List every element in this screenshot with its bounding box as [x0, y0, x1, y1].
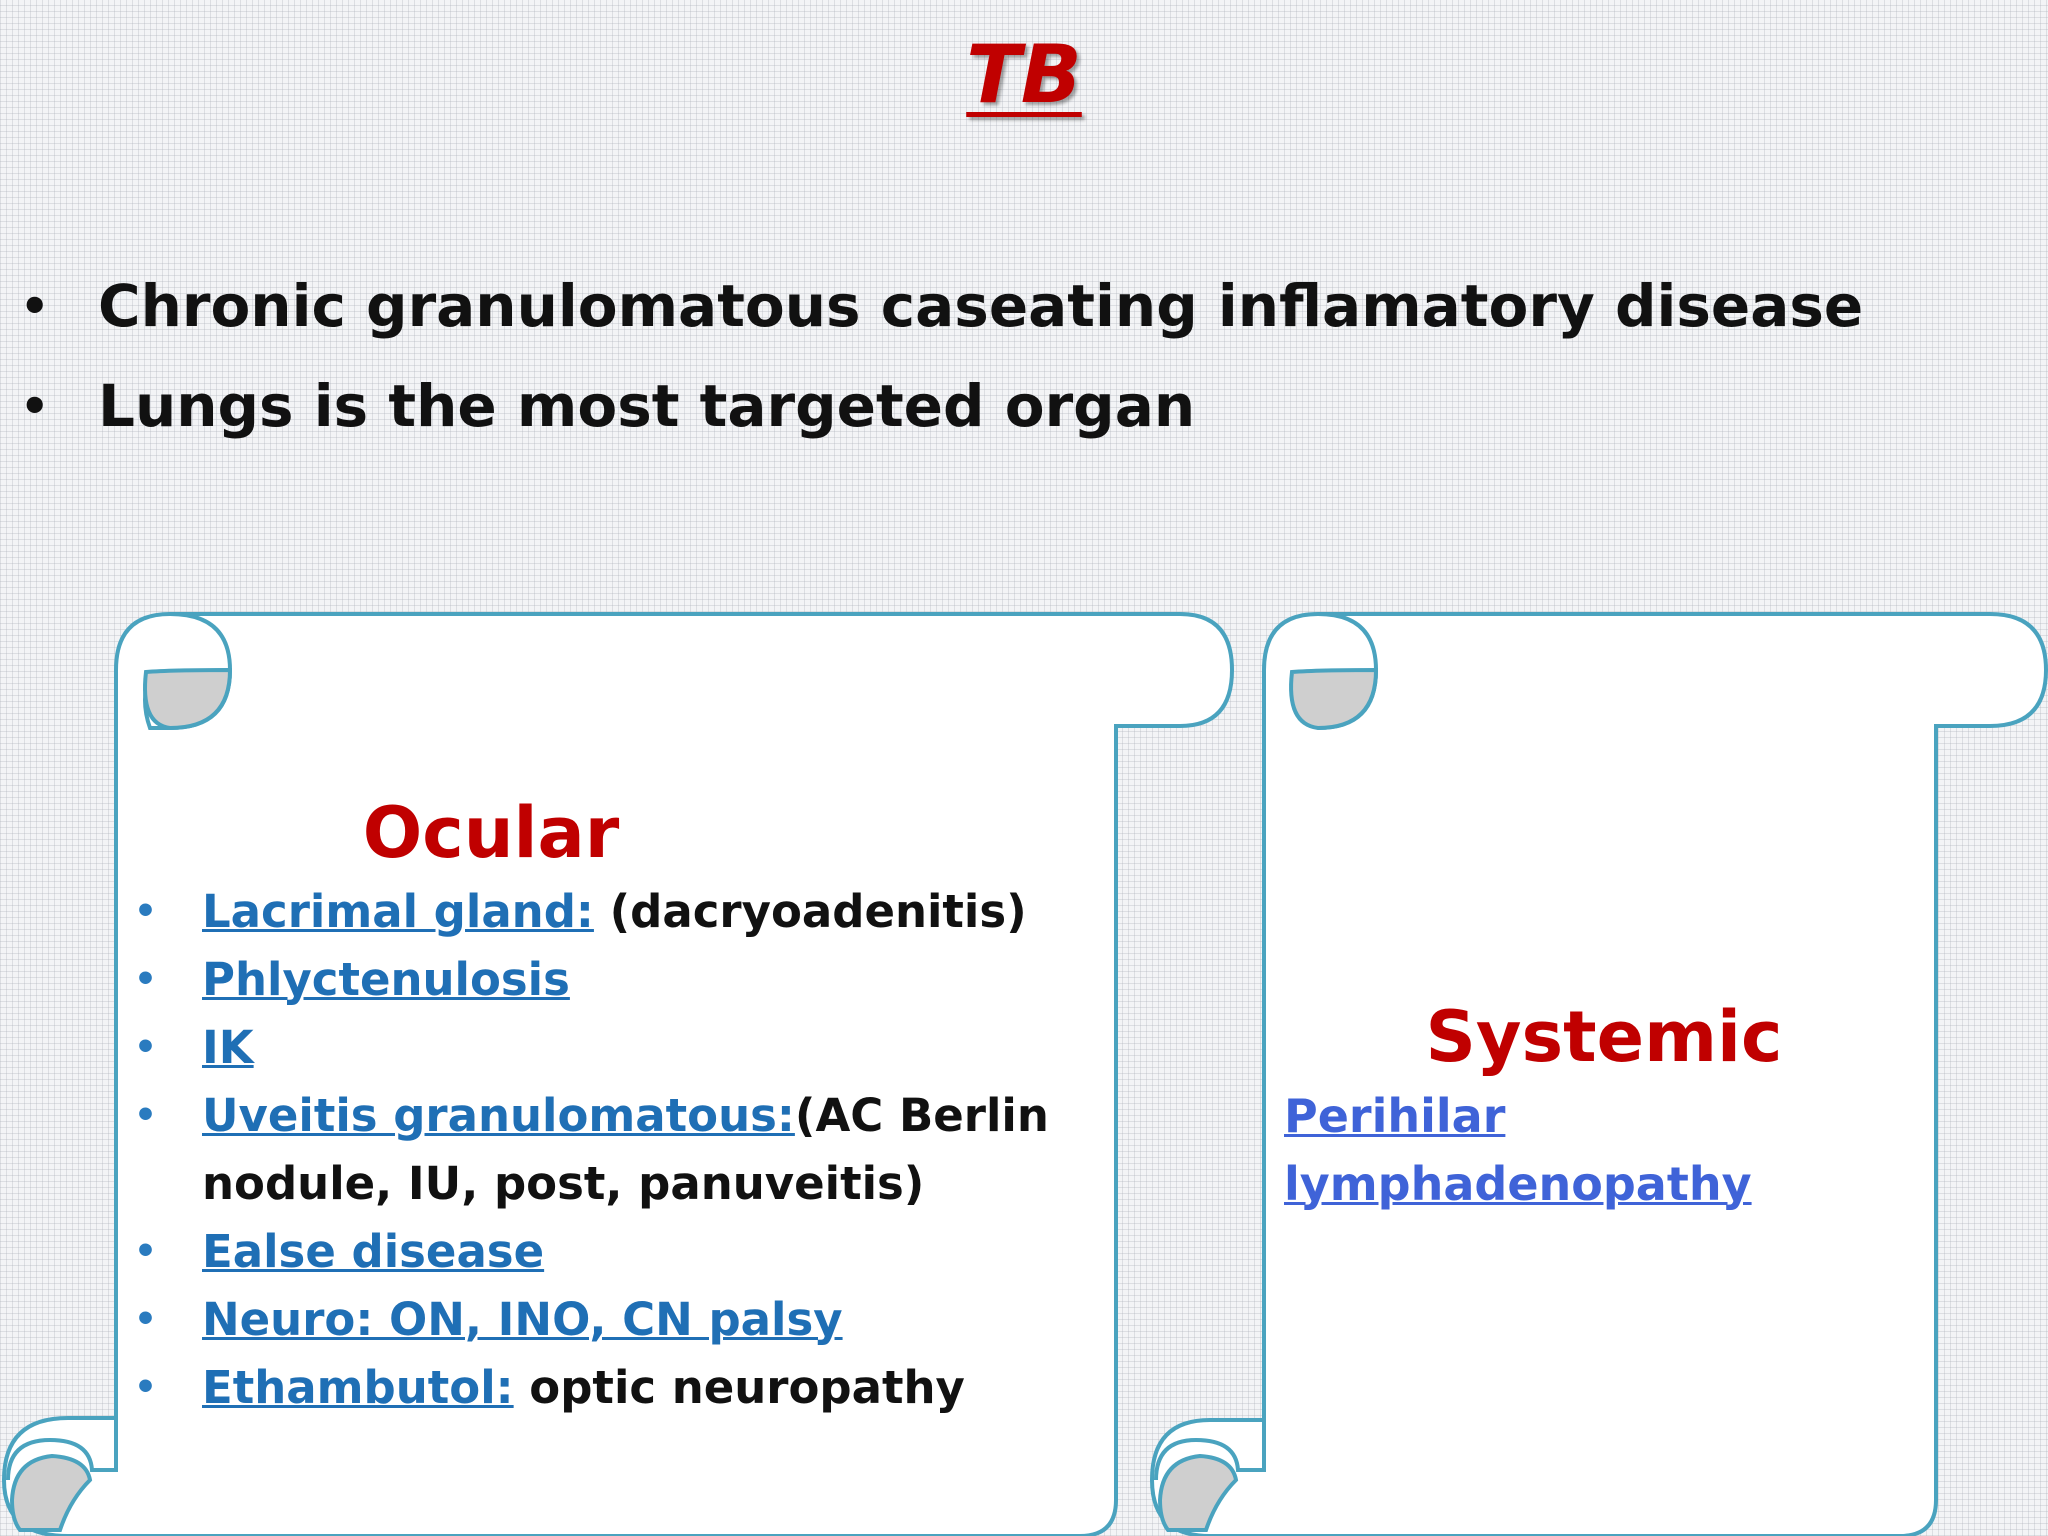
bullet-icon: •: [134, 1299, 158, 1340]
lacrimal-gland-link[interactable]: Lacrimal gland:: [202, 885, 594, 938]
neuro-link[interactable]: Neuro: ON, INO, CN palsy: [202, 1293, 843, 1346]
list-item: • Neuro: ON, INO, CN palsy: [116, 1286, 1106, 1354]
bullet-icon: •: [134, 1231, 158, 1272]
ealse-disease-link[interactable]: Ealse disease: [202, 1225, 545, 1278]
systemic-panel: Systemic Perihilar lymphadenopathy: [1284, 996, 1924, 1218]
list-item: • Ealse disease: [116, 1218, 1106, 1286]
systemic-link-block: Perihilar lymphadenopathy: [1284, 1082, 1924, 1218]
bullet-icon: •: [134, 959, 158, 1000]
list-item: •Lacrimal gland: (dacryoadenitis): [116, 878, 1106, 946]
ocular-scroll-icon: [1, 612, 1235, 1536]
bullet-icon: •: [134, 1367, 158, 1408]
intro-bullet: •Lungs is the most targeted organ: [0, 356, 1863, 456]
list-item: • IK: [116, 1014, 1106, 1082]
bullet-icon: •: [134, 1027, 158, 1068]
bullet-icon: •: [134, 891, 158, 932]
ocular-heading: Ocular: [362, 792, 620, 874]
lymphadenopathy-link[interactable]: lymphadenopathy: [1284, 1157, 1752, 1211]
phlyctenulosis-link[interactable]: Phlyctenulosis: [202, 953, 570, 1006]
list-item: • Phlyctenulosis: [116, 946, 1106, 1014]
systemic-heading: Systemic: [1425, 996, 1783, 1078]
slide-title: TB: [966, 28, 1082, 121]
list-item: •Uveitis granulomatous:(AC Berlin nodule…: [116, 1082, 1106, 1218]
bullet-icon: •: [20, 279, 50, 333]
ik-link[interactable]: IK: [202, 1021, 254, 1074]
bullet-icon: •: [20, 379, 50, 433]
perihilar-link[interactable]: Perihilar: [1284, 1089, 1506, 1143]
systemic-scroll-icon: [1149, 612, 2048, 1536]
uveitis-link[interactable]: Uveitis granulomatous:: [202, 1089, 795, 1142]
ocular-list: •Lacrimal gland: (dacryoadenitis) •Phlyc…: [116, 878, 1106, 1422]
list-item: •Ethambutol: optic neuropathy: [116, 1354, 1106, 1422]
intro-bullet-list: •Chronic granulomatous caseating inflama…: [0, 256, 1863, 456]
bullet-icon: •: [134, 1095, 158, 1136]
ocular-panel: Ocular •Lacrimal gland: (dacryoadenitis)…: [116, 792, 1106, 1422]
ethambutol-link[interactable]: Ethambutol:: [202, 1361, 514, 1414]
intro-bullet: •Chronic granulomatous caseating inflama…: [0, 256, 1863, 356]
